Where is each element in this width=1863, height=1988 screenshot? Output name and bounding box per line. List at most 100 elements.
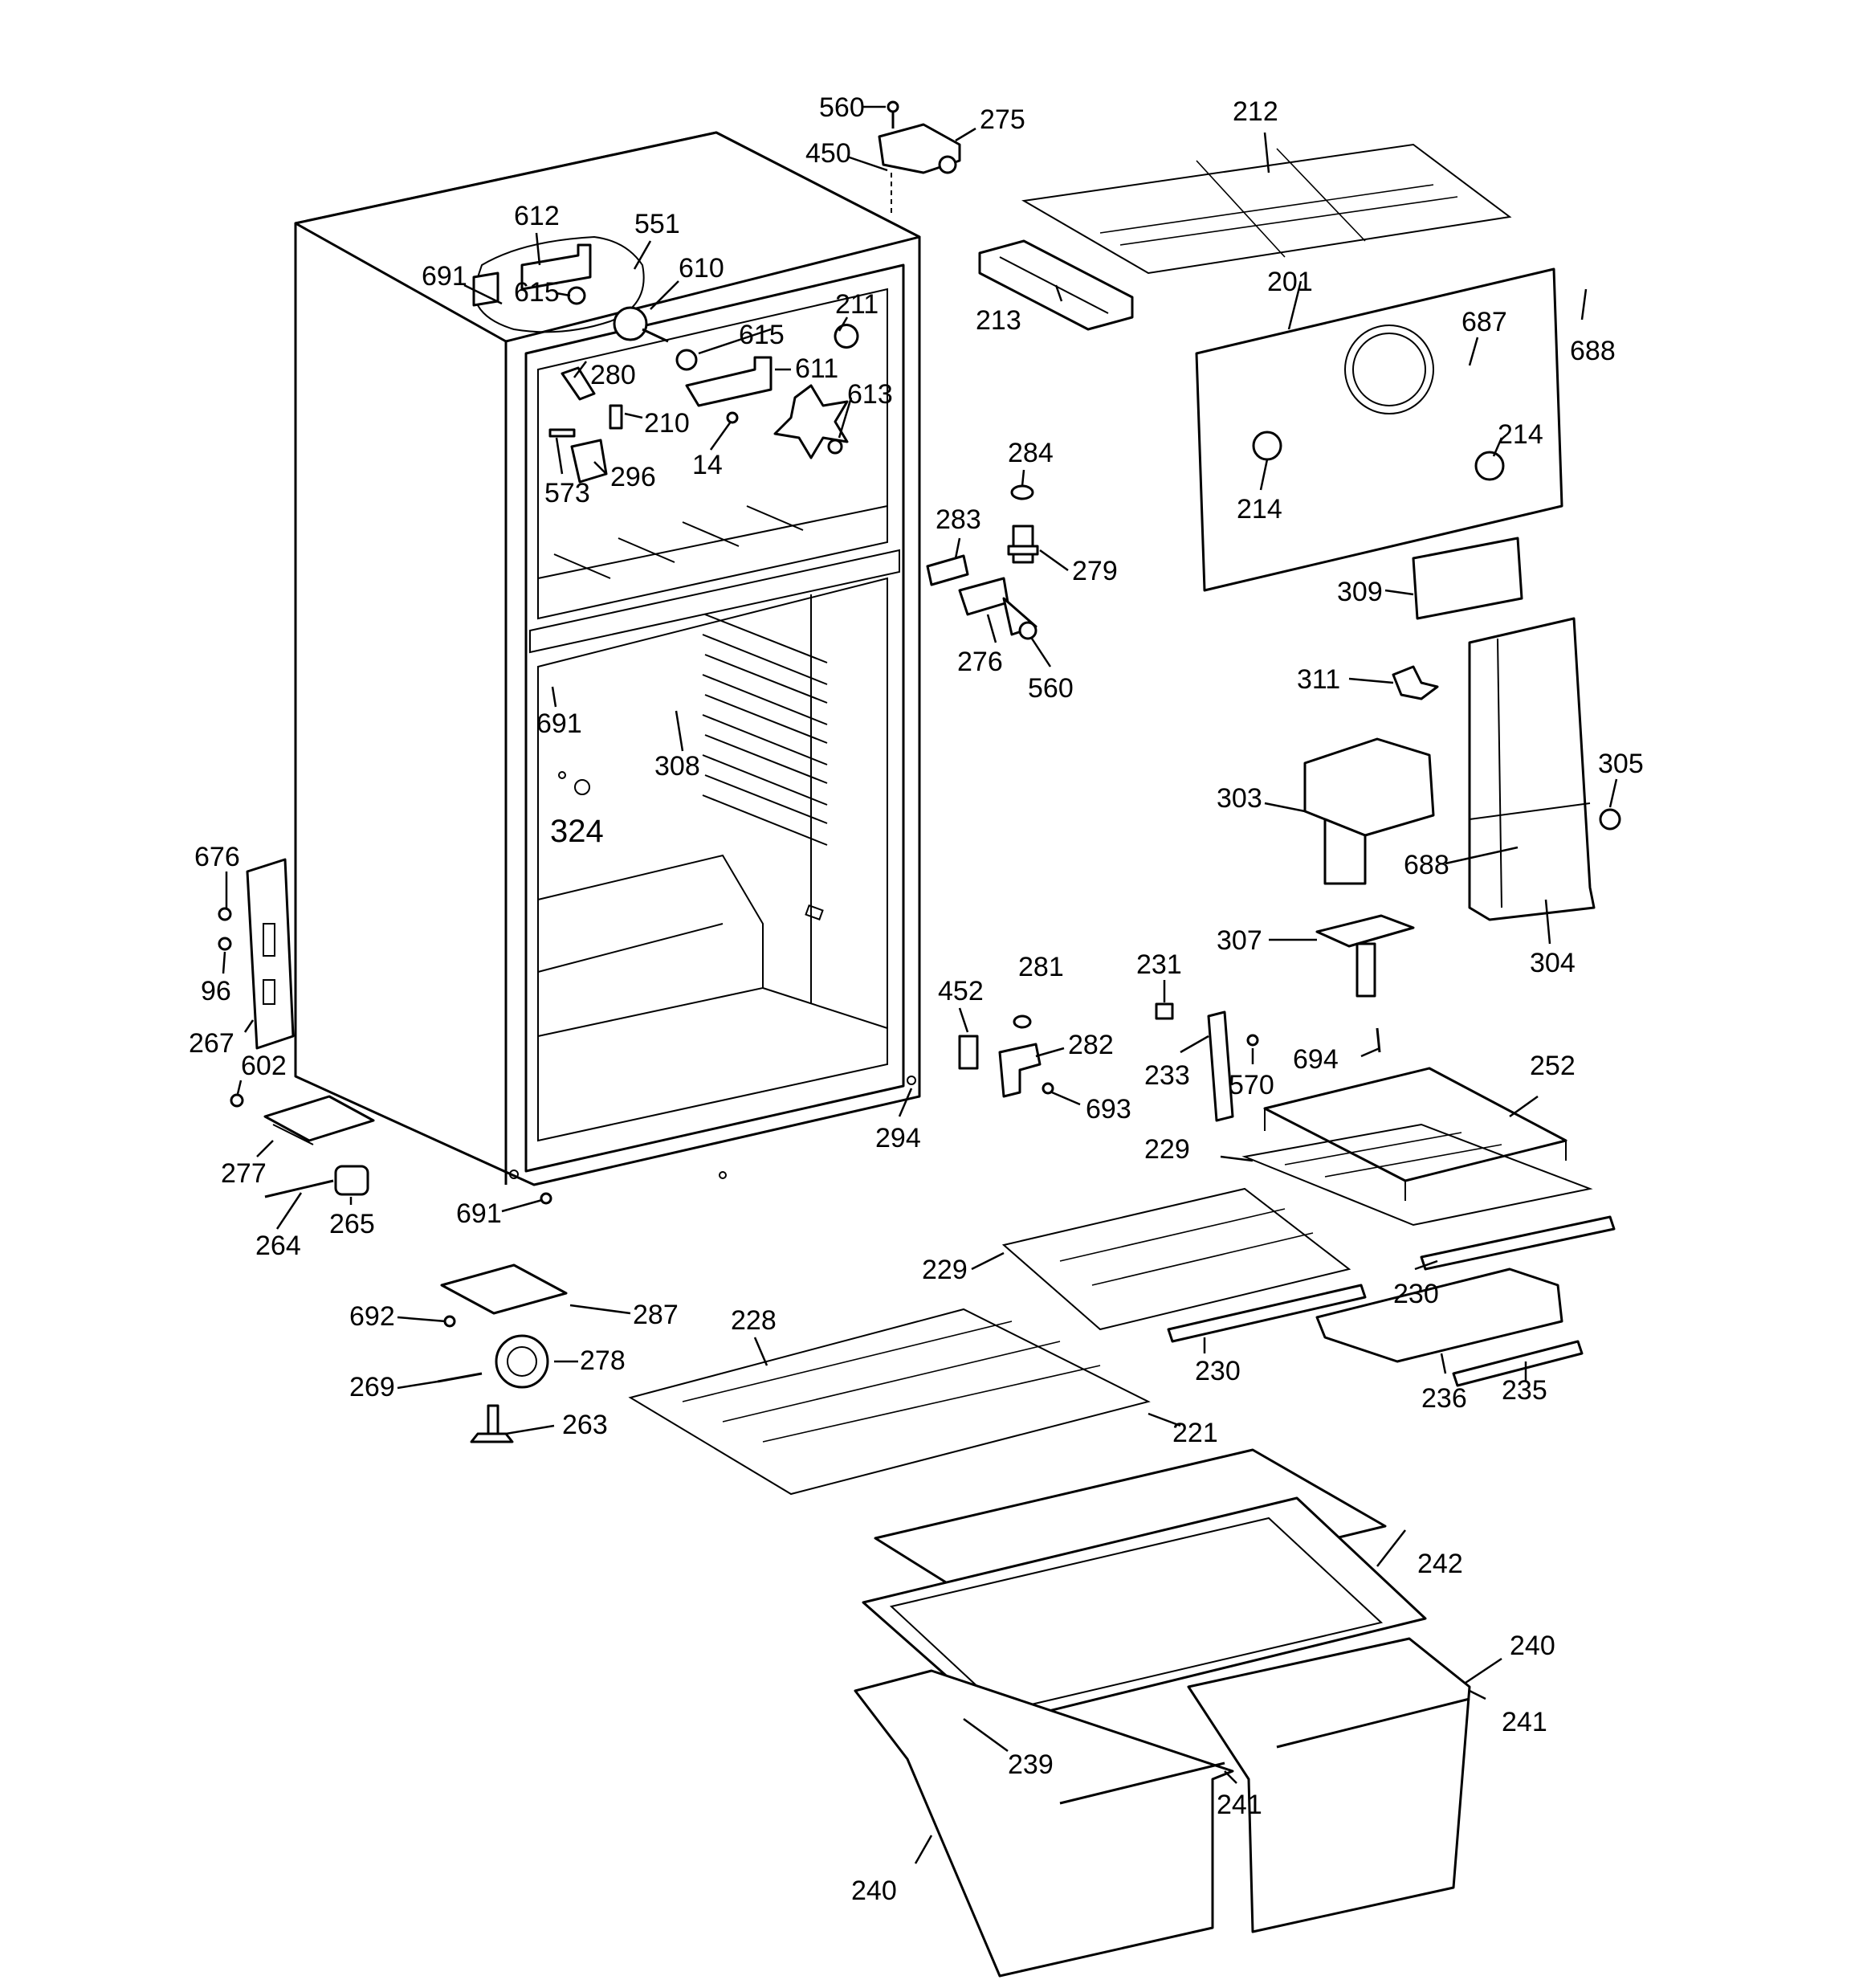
label-241-left: 241 xyxy=(1217,1790,1262,1820)
label-280: 280 xyxy=(590,360,636,390)
rail-235 xyxy=(1452,1340,1584,1387)
label-324: 324 xyxy=(550,814,604,849)
light-components xyxy=(1007,484,1039,564)
label-235: 235 xyxy=(1502,1375,1547,1406)
label-201: 201 xyxy=(1267,267,1313,297)
label-691-top: 691 xyxy=(422,261,467,292)
bearing-211 xyxy=(834,324,859,349)
label-276: 276 xyxy=(957,647,1003,677)
label-303: 303 xyxy=(1217,783,1262,814)
clip-311 xyxy=(1392,665,1439,700)
label-612: 612 xyxy=(514,201,560,231)
axle-269 xyxy=(437,1372,483,1383)
label-239: 239 xyxy=(1008,1749,1054,1780)
label-213: 213 xyxy=(976,305,1021,336)
label-211: 211 xyxy=(835,289,879,320)
label-267: 267 xyxy=(189,1028,234,1059)
label-551: 551 xyxy=(634,209,680,239)
label-693: 693 xyxy=(1086,1094,1131,1125)
cabinet xyxy=(294,131,921,1186)
label-450: 450 xyxy=(805,138,851,169)
light-socket-280 xyxy=(561,366,596,401)
leveling-assembly xyxy=(437,1263,568,1443)
part-labels: 560 275 450 212 612 551 691 615 610 211 … xyxy=(189,92,1644,1906)
hinge-parts xyxy=(926,554,1037,640)
screw-676 xyxy=(218,907,232,921)
side-bracket-267 xyxy=(246,858,295,1050)
label-296: 296 xyxy=(610,462,656,492)
screw-691-bottom xyxy=(540,1192,552,1205)
label-230-left: 230 xyxy=(1195,1356,1241,1386)
label-241-right: 241 xyxy=(1502,1707,1547,1737)
wire-shelf-229-lower xyxy=(1001,1187,1351,1331)
label-279: 279 xyxy=(1072,556,1118,586)
screw-692 xyxy=(443,1315,456,1328)
label-284: 284 xyxy=(1008,438,1054,468)
label-560-mid: 560 xyxy=(1028,673,1074,704)
baffle-307 xyxy=(1315,914,1415,998)
label-311: 311 xyxy=(1297,664,1340,695)
label-308: 308 xyxy=(654,751,700,782)
label-230-right: 230 xyxy=(1393,1279,1439,1309)
crisper-pan-236 xyxy=(1315,1268,1563,1363)
label-692: 692 xyxy=(349,1301,395,1332)
label-229-lower: 229 xyxy=(922,1255,968,1285)
spacer-452 xyxy=(958,1035,979,1070)
cabinet-opening xyxy=(524,263,905,1173)
damper-control-610 xyxy=(613,306,648,341)
label-264: 264 xyxy=(255,1231,301,1261)
label-231: 231 xyxy=(1136,949,1182,980)
label-214-left: 214 xyxy=(1237,494,1282,525)
label-269: 269 xyxy=(349,1372,395,1402)
label-294: 294 xyxy=(875,1123,921,1153)
label-210: 210 xyxy=(644,408,690,439)
label-240-left: 240 xyxy=(851,1876,897,1906)
label-615-left: 615 xyxy=(514,277,560,308)
screw-693 xyxy=(1042,1082,1054,1095)
label-263: 263 xyxy=(562,1410,608,1440)
knob-214-left xyxy=(1252,431,1282,461)
label-240-right: 240 xyxy=(1510,1631,1555,1661)
label-688-mid: 688 xyxy=(1404,850,1449,880)
axle-264-roller-265 xyxy=(264,1165,369,1198)
freezer-shelf-212 xyxy=(1021,143,1512,275)
label-221: 221 xyxy=(1172,1418,1218,1448)
label-229-upper: 229 xyxy=(1144,1134,1190,1165)
label-309 xyxy=(1412,537,1523,620)
cabinet-top xyxy=(294,131,921,343)
top-hinge-275 xyxy=(878,100,961,213)
bracket-277 xyxy=(263,1095,375,1145)
grommet-615 xyxy=(567,286,586,305)
leader-lines xyxy=(222,105,1618,1864)
cap-231 xyxy=(1155,1002,1174,1020)
label-611: 611 xyxy=(795,353,838,384)
thermostat-210 xyxy=(609,404,623,430)
bracket-287 xyxy=(440,1263,568,1315)
center-hinge xyxy=(958,1014,1054,1098)
screw-96 xyxy=(218,937,232,951)
label-275: 275 xyxy=(980,104,1025,135)
bracket-611 xyxy=(685,356,773,407)
label-277: 277 xyxy=(221,1158,267,1189)
label-228: 228 xyxy=(731,1305,777,1336)
drawer-240-left xyxy=(854,1669,1234,1978)
control-cluster-outline xyxy=(472,235,645,333)
label-281: 281 xyxy=(1018,952,1064,982)
fresh-food-compartment xyxy=(537,577,888,1142)
ladder-233 xyxy=(1207,1010,1234,1122)
label-688-right: 688 xyxy=(1570,336,1616,366)
label-304: 304 xyxy=(1530,948,1576,978)
label-214-right: 214 xyxy=(1498,419,1543,450)
hinge-282 xyxy=(998,1043,1042,1098)
wire-shelf-229-upper xyxy=(1241,1123,1593,1227)
cap-305 xyxy=(1599,808,1621,831)
freezer-compartment xyxy=(537,288,888,620)
label-283: 283 xyxy=(936,504,981,535)
freezer-parts xyxy=(472,235,859,484)
label-212: 212 xyxy=(1233,96,1278,127)
label-676: 676 xyxy=(194,842,240,872)
shelf-supports xyxy=(702,614,828,846)
label-570: 570 xyxy=(1229,1070,1274,1100)
label-96: 96 xyxy=(201,976,231,1006)
